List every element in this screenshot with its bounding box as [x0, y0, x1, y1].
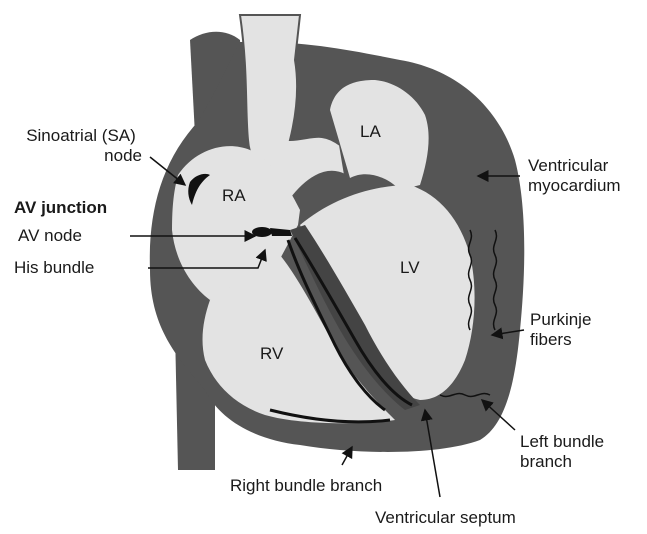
label-av-junction: AV junction: [14, 198, 107, 218]
label-purkinje-fibers: Purkinje fibers: [530, 310, 591, 350]
label-left-bundle-branch: Left bundle branch: [520, 432, 604, 472]
label-left-bundle-line2: branch: [520, 452, 604, 472]
chamber-label-rv: RV: [260, 344, 283, 364]
label-left-bundle-line1: Left bundle: [520, 432, 604, 452]
label-right-bundle-branch: Right bundle branch: [230, 476, 382, 496]
label-ventricular-septum: Ventricular septum: [375, 508, 516, 528]
label-his-bundle: His bundle: [14, 258, 94, 278]
chamber-label-ra: RA: [222, 186, 246, 206]
label-ventricular-myocardium-line1: Ventricular: [528, 156, 621, 176]
label-purkinje-line2: fibers: [530, 330, 591, 350]
label-sa-node: Sinoatrial (SA) node: [6, 126, 156, 166]
label-purkinje-line1: Purkinje: [530, 310, 591, 330]
label-sa-node-line1: Sinoatrial (SA): [6, 126, 156, 146]
label-ventricular-myocardium-line2: myocardium: [528, 176, 621, 196]
label-sa-node-line2: node: [6, 146, 156, 166]
label-av-node: AV node: [18, 226, 82, 246]
label-ventricular-myocardium: Ventricular myocardium: [528, 156, 621, 196]
chamber-label-lv: LV: [400, 258, 420, 278]
chamber-label-la: LA: [360, 122, 381, 142]
